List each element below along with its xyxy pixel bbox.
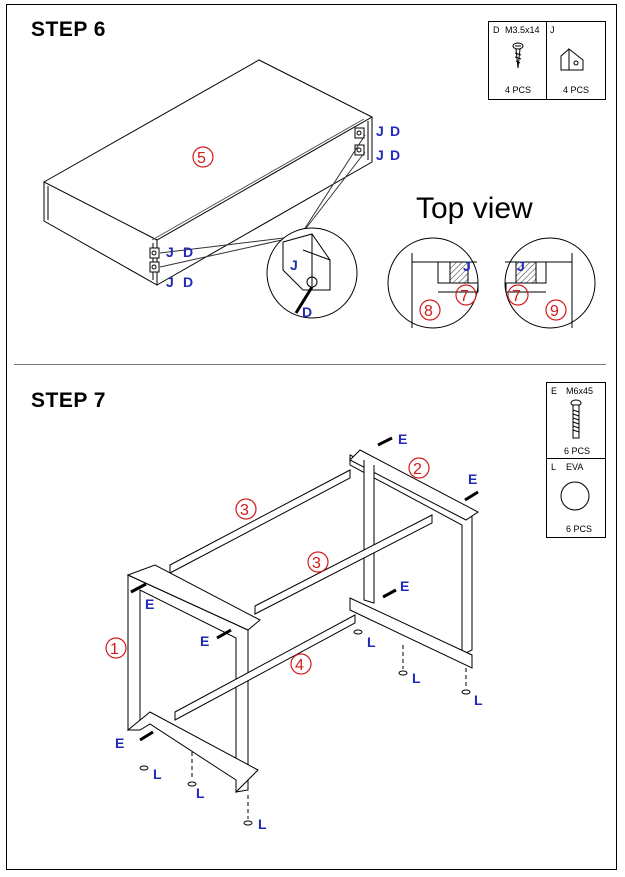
bracket-detail-circle — [266, 227, 358, 319]
label-e: E — [145, 596, 155, 612]
label-d: D — [183, 274, 194, 290]
step-7-title: STEP 7 — [31, 389, 106, 412]
bolt-e-group — [130, 436, 479, 742]
label-d: D — [183, 244, 194, 260]
label-d: D — [390, 147, 401, 163]
part-d-spec: M3.5x14 — [505, 25, 540, 35]
label-j: J — [166, 244, 174, 260]
callout-7-right: 7 — [512, 288, 521, 305]
part-callouts — [105, 146, 567, 675]
top-view-title: Top view — [416, 192, 533, 225]
label-j: J — [376, 123, 384, 139]
label-e: E — [398, 431, 408, 447]
label-j: J — [290, 257, 298, 273]
label-l: L — [196, 785, 205, 801]
callout-8: 8 — [424, 303, 433, 320]
label-e: E — [468, 471, 478, 487]
part-j-qty: 4 PCS — [563, 85, 590, 95]
callout-1: 1 — [110, 641, 119, 658]
label-l: L — [153, 766, 162, 782]
tabletop-board — [42, 59, 374, 286]
part-l-code: L — [551, 462, 557, 472]
part-e-box: E M6x45 6 PCS — [546, 382, 606, 460]
eva-pad-leaders — [191, 645, 467, 819]
screw-icon — [512, 42, 524, 69]
label-d: D — [390, 123, 401, 139]
part-d-qty: 4 PCS — [505, 85, 532, 95]
label-l: L — [258, 816, 267, 832]
part-j-code: J — [550, 25, 555, 35]
callout-9: 9 — [550, 303, 559, 320]
top-view-detail-left — [387, 237, 479, 329]
callout-5: 5 — [197, 150, 206, 167]
step-6-title: STEP 6 — [31, 18, 106, 41]
eva-pad-group — [139, 629, 471, 826]
part-e-qty: 6 PCS — [564, 446, 591, 456]
label-d: D — [302, 304, 313, 320]
corner-bracket-icon — [560, 47, 584, 71]
label-j: J — [376, 147, 384, 163]
callout-4: 4 — [295, 657, 304, 674]
step-6-parts-box: D M3.5x14 4 PCS J 4 PCS — [488, 21, 606, 100]
callout-7-left: 7 — [460, 288, 469, 305]
label-l: L — [474, 692, 483, 708]
step-divider — [14, 364, 606, 365]
callout-2: 2 — [413, 461, 422, 478]
part-d-code: D — [493, 25, 500, 35]
label-j: J — [463, 258, 471, 274]
part-l-qty: 6 PCS — [566, 524, 593, 534]
bolt-icon — [570, 399, 582, 439]
label-l: L — [367, 634, 376, 650]
part-l-spec: EVA — [566, 462, 584, 472]
step-6-parts-icons — [512, 42, 584, 71]
label-l: L — [412, 670, 421, 686]
callout-3-front: 3 — [312, 555, 321, 572]
label-e: E — [200, 633, 210, 649]
page-border — [6, 4, 617, 870]
desk-frame — [126, 449, 479, 794]
label-e: E — [400, 578, 410, 594]
label-j: J — [166, 274, 174, 290]
label-e: E — [115, 735, 125, 751]
part-e-spec: M6x45 — [566, 386, 594, 396]
label-j: J — [517, 258, 525, 274]
eva-pad-icon — [560, 481, 590, 511]
part-e-code: E — [551, 386, 558, 396]
callout-3-back: 3 — [240, 502, 249, 519]
part-l-box: L EVA 6 PCS — [546, 458, 606, 538]
top-view-detail-right — [504, 237, 596, 329]
